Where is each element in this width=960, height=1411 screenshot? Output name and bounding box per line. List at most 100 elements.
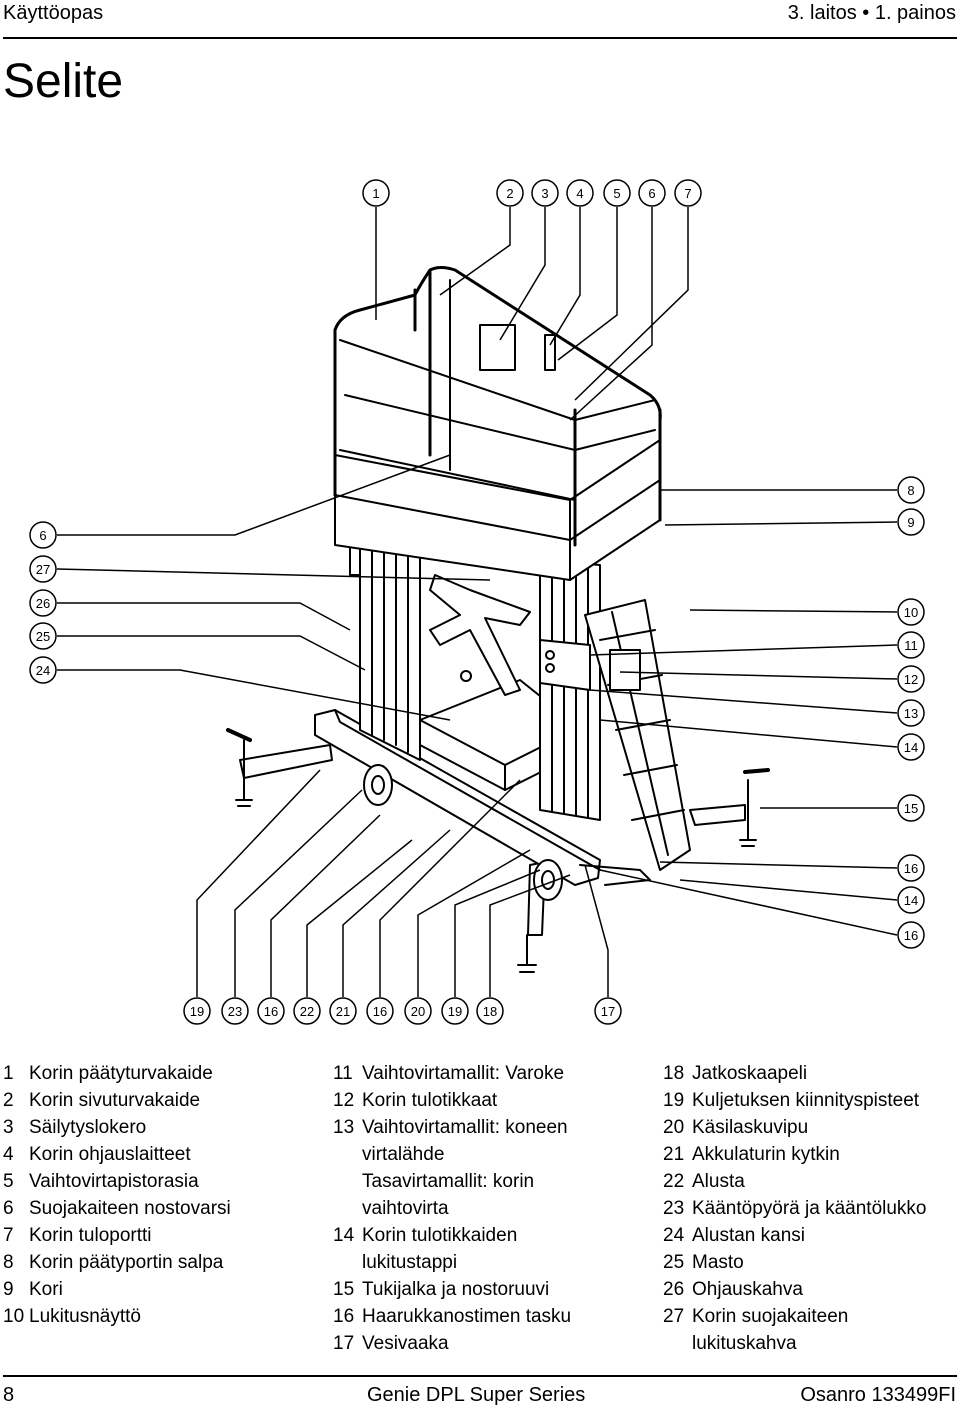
legend-text: Käsilaskuvipu [692,1114,808,1141]
callout-26: 26 [29,589,57,617]
legend-text: Vaihtovirtamallit: Varoke [362,1060,564,1087]
callout-13: 13 [897,699,925,727]
legend-number: 18 [663,1063,685,1084]
callout-20: 20 [404,997,432,1025]
legend-line: Korin päätyturvakaide [29,1063,213,1084]
callout-15: 15 [897,794,925,822]
callout-label: 6 [648,186,655,201]
legend-text: Kääntöpyörä ja kääntölukko [692,1195,927,1222]
callout-19-bottom: 19 [441,997,469,1025]
callout-14-right: 14 [897,886,925,914]
legend-line: Korin tuloportti [29,1225,152,1246]
legend-line: Ohjauskahva [692,1279,803,1300]
callout-8: 8 [897,476,925,504]
machine-drawing [226,266,770,973]
callout-label: 27 [36,562,50,577]
legend-line: Masto [692,1252,744,1273]
callout-6-left: 6 [29,521,57,549]
callout-label: 16 [904,928,918,943]
legend-line: Korin tulotikkaat [362,1090,498,1111]
legend-line: Korin päätyportin salpa [29,1252,224,1273]
callout-19: 19 [183,997,211,1025]
legend-number: 7 [3,1225,14,1246]
legend-text: Korin sivuturvakaide [29,1087,200,1114]
callout-1: 1 [362,179,390,207]
legend-text: Korin päätyturvakaide [29,1060,213,1087]
legend-text: Kuljetuksen kiinnityspisteet [692,1087,919,1114]
callout-label: 25 [36,629,50,644]
legend-number: 23 [663,1198,685,1219]
callout-label: 10 [904,605,918,620]
legend-number: 27 [663,1306,685,1327]
legend-line: Kuljetuksen kiinnityspisteet [692,1090,920,1111]
legend-number: 15 [333,1279,355,1300]
callout-22: 22 [293,997,321,1025]
legend-text: Säilytyslokero [29,1114,146,1141]
callout-14: 14 [897,733,925,761]
callout-11: 11 [897,631,925,659]
legend-item: 4 Korin ohjauslaitteet [3,1141,231,1168]
legend-text: Korin tulotikkaat [362,1087,497,1114]
legend-line: Vaihtovirtapistorasia [29,1171,199,1192]
legend-number: 21 [663,1144,685,1165]
legend-line: Vaihtovirtamallit: koneen [362,1117,568,1138]
legend-line: vaihtovirta [362,1198,449,1219]
callout-label: 11 [904,638,918,653]
legend-item: 15 Tukijalka ja nostoruuvi [333,1276,571,1303]
legend-number: 4 [3,1144,14,1165]
legend-line: virtalähde [362,1144,445,1165]
legend-number: 1 [3,1063,14,1084]
footer-rule [3,1375,957,1377]
legend-text: Akkulaturin kytkin [692,1141,840,1168]
legend-number: 6 [3,1198,14,1219]
callout-label: 16 [264,1004,278,1019]
legend-line: Käsilaskuvipu [692,1117,809,1138]
legend-number: 8 [3,1252,14,1273]
legend-line: Kääntöpyörä ja kääntölukko [692,1198,927,1219]
legend-text: Jatkoskaapeli [692,1060,807,1087]
legend-line: Alustan kansi [692,1225,806,1246]
callout-label: 9 [907,515,914,530]
legend-text: Korin ohjauslaitteet [29,1141,191,1168]
legend-line: lukituskahva [692,1333,797,1354]
callout-16-right: 16 [897,854,925,882]
legend-text: Haarukkanostimen tasku [362,1303,571,1330]
legend-line: Tasavirtamallit: korin [362,1171,535,1192]
legend-item: 24 Alustan kansi [663,1222,927,1249]
legend-number: 3 [3,1117,14,1138]
callout-label: 16 [373,1004,387,1019]
callout-12: 12 [897,665,925,693]
legend-item: 1 Korin päätyturvakaide [3,1060,231,1087]
legend-line: Kori [29,1279,63,1300]
legend-text: Tukijalka ja nostoruuvi [362,1276,549,1303]
callout-label: 7 [684,186,691,201]
legend-item: 7 Korin tuloportti [3,1222,231,1249]
page-number: 8 [3,1384,15,1406]
legend-text: Masto [692,1249,744,1276]
callout-label: 8 [907,483,914,498]
legend-line: Lukitusnäyttö [29,1306,141,1327]
callout-23: 23 [221,997,249,1025]
legend-number: 24 [663,1225,685,1246]
callout-label: 18 [483,1004,497,1019]
callout-bubbles: 1 2 3 4 5 6 7 6 27 26 25 24 8 9 10 11 12… [29,179,925,1025]
legend-text: Vesivaaka [362,1330,449,1357]
legend-number: 16 [333,1306,355,1327]
legend-item: 23 Kääntöpyörä ja kääntölukko [663,1195,927,1222]
legend-line: lukitustappi [362,1252,458,1273]
legend-text: Kori [29,1276,63,1303]
legend-line: Akkulaturin kytkin [692,1144,840,1165]
